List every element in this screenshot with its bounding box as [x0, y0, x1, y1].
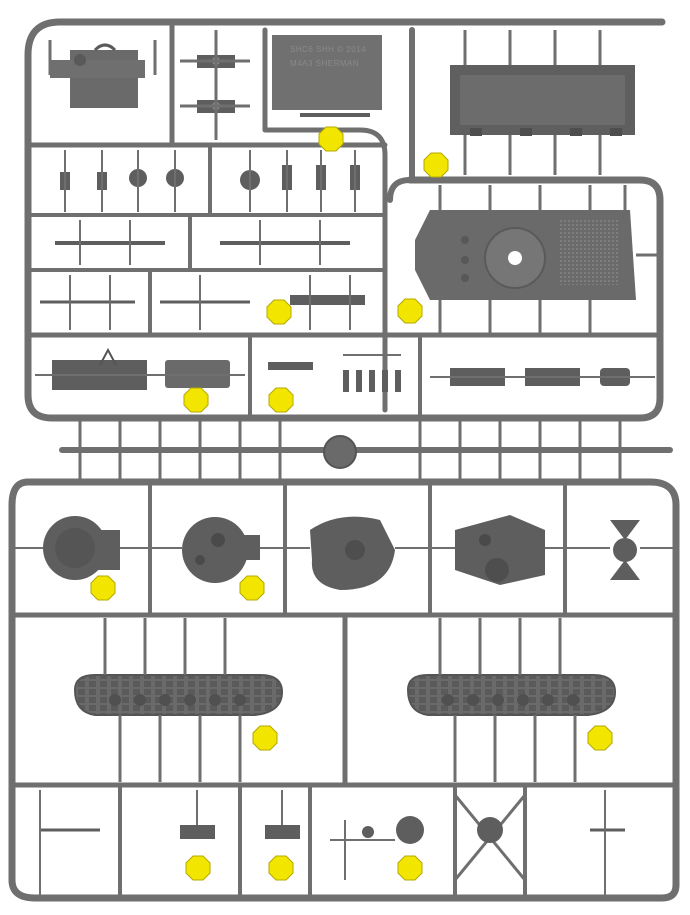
- bottom-row-parts: [39, 790, 625, 895]
- marker: [239, 575, 265, 601]
- sprue-marking-line2: M4A3 SHERMAN: [290, 59, 359, 68]
- marker: [185, 855, 211, 881]
- marker: [268, 855, 294, 881]
- marker: [318, 126, 344, 152]
- marker: [587, 725, 613, 751]
- yellow-markers: [90, 126, 613, 881]
- marker: [183, 387, 209, 413]
- turret-parts: [15, 515, 675, 590]
- sprue-marking: SHC6 SHH © 2014 M4A3 SHERMAN: [272, 35, 382, 117]
- sprue-frame: [8, 18, 680, 902]
- marker: [423, 152, 449, 178]
- marker: [266, 299, 292, 325]
- track-parts: [73, 618, 617, 782]
- marker: [397, 855, 423, 881]
- upper-hull-part: [415, 185, 660, 335]
- marker: [268, 387, 294, 413]
- small-parts-row: [60, 150, 360, 212]
- hatch-parts: [180, 30, 250, 140]
- sprue-gate: [323, 435, 357, 469]
- marker: [252, 725, 278, 751]
- rear-plate-part: [48, 40, 157, 108]
- sprue-marking-line1: SHC6 SHH © 2014: [290, 45, 366, 54]
- engine-deck-parts: [35, 347, 655, 392]
- gun-barrel-parts: [40, 220, 365, 330]
- hull-tub-part: [450, 30, 635, 175]
- marker: [397, 298, 423, 324]
- marker: [90, 575, 116, 601]
